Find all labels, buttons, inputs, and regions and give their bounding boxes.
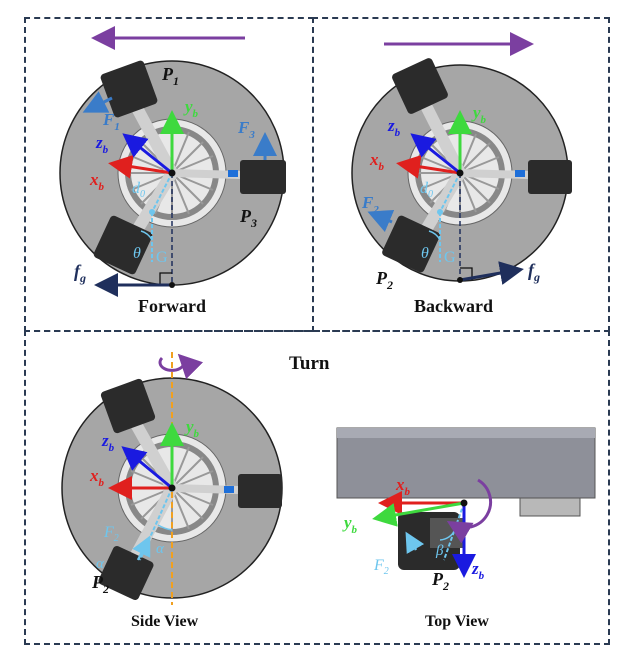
backward-label-F2: F2 bbox=[361, 193, 379, 216]
side-F2-arrow bbox=[132, 535, 151, 561]
forward-label-d0: d0 bbox=[132, 180, 145, 200]
side-actuator-3 bbox=[238, 474, 282, 508]
top-label-yb: yb bbox=[342, 513, 358, 536]
top-F2-arrow bbox=[405, 531, 425, 554]
backward-label-theta: θ bbox=[421, 245, 429, 262]
side-label-yb: yb bbox=[184, 417, 200, 440]
backward-label-d0: d0 bbox=[420, 180, 433, 200]
forward-label-theta: θ bbox=[133, 245, 141, 262]
turn-title: Turn bbox=[289, 353, 330, 374]
backward-label-xb: xb bbox=[369, 150, 385, 173]
turn-panel bbox=[24, 330, 610, 645]
side-label-alpha: α bbox=[156, 541, 165, 557]
backward-label-zb: zb bbox=[387, 116, 401, 139]
top-wheel-body bbox=[336, 427, 596, 499]
side-zb-axis bbox=[121, 446, 173, 490]
forward-actuator-3 bbox=[240, 160, 286, 194]
top-label-P2: P2 bbox=[431, 569, 449, 593]
turn-side-diagram: yb zb xb F2 α α P2 bbox=[61, 352, 283, 605]
forward-label-F3: F3 bbox=[237, 118, 255, 141]
top-view-caption: Top View bbox=[425, 613, 489, 630]
top-label-F2: F2 bbox=[373, 557, 389, 577]
top-rotation-arrow bbox=[446, 478, 493, 544]
forward-label-xb: xb bbox=[89, 170, 105, 193]
forward-actuator-1 bbox=[100, 60, 158, 118]
side-label-zb: zb bbox=[101, 431, 115, 454]
forward-label-zb: zb bbox=[95, 133, 109, 156]
backward-label-P2: P2 bbox=[375, 268, 393, 292]
forward-label-F1: F1 bbox=[102, 110, 120, 133]
backward-caption: Backward bbox=[414, 296, 494, 316]
forward-diagram: P1 F1 yb zb xb F3 P3 d0 θ G fg bbox=[59, 26, 286, 297]
forward-label-fg: fg bbox=[74, 261, 86, 285]
forward-label-P1: P1 bbox=[161, 64, 179, 88]
side-view-caption: Side View bbox=[131, 613, 199, 630]
backward-label-fg: fg bbox=[528, 260, 540, 284]
backward-xb-axis bbox=[396, 154, 461, 179]
forward-zb-axis bbox=[122, 133, 173, 175]
backward-label-G: G bbox=[444, 249, 456, 266]
forward-F1-arrow bbox=[82, 91, 113, 113]
side-label-F2: F2 bbox=[103, 524, 119, 544]
forward-label-P3: P3 bbox=[239, 206, 257, 230]
backward-zb-axis bbox=[410, 133, 461, 175]
forward-label-yb: yb bbox=[183, 97, 199, 120]
side-label-xb: xb bbox=[89, 466, 105, 489]
side-actuator-1 bbox=[100, 378, 156, 434]
top-label-zb: zb bbox=[471, 559, 485, 582]
backward-label-yb: yb bbox=[471, 103, 487, 126]
forward-actuator-2 bbox=[93, 215, 153, 275]
backward-actuator-2 bbox=[382, 215, 440, 273]
side-label-P2: P2 bbox=[91, 572, 109, 596]
forward-xb-axis bbox=[108, 154, 173, 179]
backward-actuator-1 bbox=[392, 58, 448, 114]
top-label-xb: xb bbox=[395, 475, 411, 498]
forward-label-G: G bbox=[156, 249, 168, 266]
backward-F2-arrow bbox=[367, 209, 395, 233]
backward-fg-arrow bbox=[459, 261, 524, 285]
top-label-beta: β bbox=[435, 543, 444, 559]
turn-top-diagram: xb yb F2 β P2 zb bbox=[336, 427, 596, 593]
forward-caption: Forward bbox=[138, 296, 206, 316]
backward-diagram: yb zb xb F2 d0 θ G P2 fg bbox=[351, 32, 572, 292]
backward-actuator-3 bbox=[528, 160, 572, 194]
top-yb-axis bbox=[372, 501, 465, 527]
side-rotation-arrow bbox=[158, 353, 204, 380]
side-label-alpha-2: α bbox=[96, 556, 105, 572]
